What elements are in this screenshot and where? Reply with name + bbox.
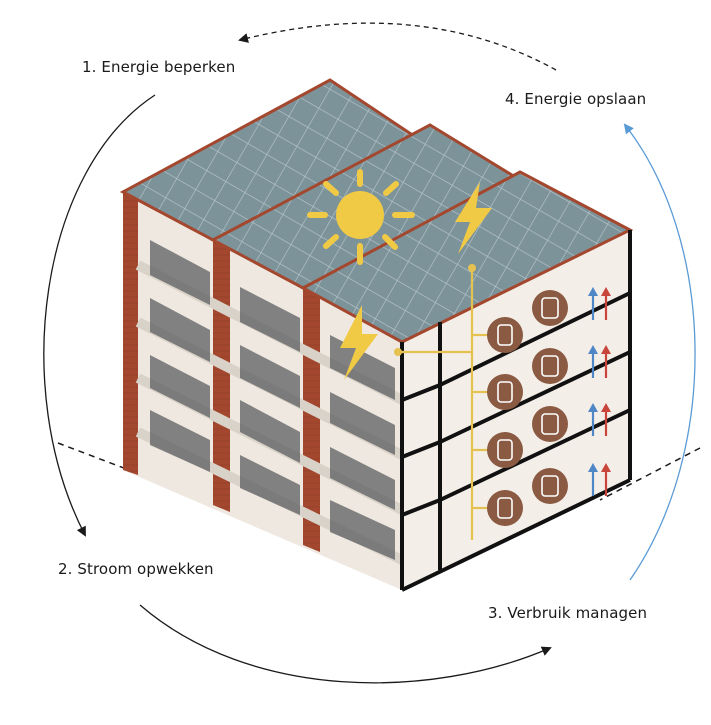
heat-pump-icon — [532, 290, 568, 326]
heat-pump-icon — [532, 468, 568, 504]
boiler-icon — [487, 317, 523, 353]
step-label-energie-beperken: 1. Energie beperken — [82, 58, 235, 76]
step-label-stroom-opwekken: 2. Stroom opwekken — [58, 560, 214, 578]
arrow-4-to-1-dashed — [240, 23, 556, 70]
brick-column-1 — [123, 192, 138, 475]
connection-dot — [468, 264, 476, 272]
heat-pump-icon — [532, 406, 568, 442]
step-label-energie-opslaan: 4. Energie opslaan — [505, 90, 646, 108]
sun-icon — [310, 172, 412, 262]
connection-dot — [394, 348, 402, 356]
step-label-verbruik-managen: 3. Verbruik managen — [488, 604, 647, 622]
boiler-icon — [487, 490, 523, 526]
boiler-icon — [487, 374, 523, 410]
arrow-3-to-4 — [625, 125, 695, 580]
heat-pump-icon — [532, 348, 568, 384]
boiler-icon — [487, 432, 523, 468]
